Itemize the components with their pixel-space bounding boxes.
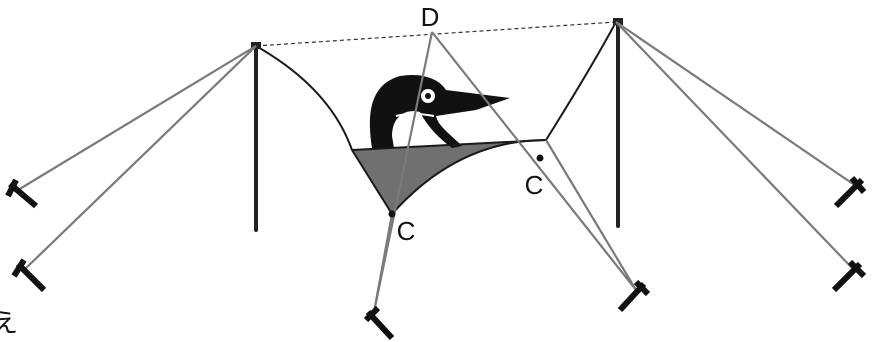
tent-stake-icon — [5, 178, 38, 209]
tent-stake-icon — [833, 176, 867, 209]
guy-line-corner-left — [372, 213, 394, 313]
tent-stake-icon — [617, 279, 651, 313]
label-c-left: C — [397, 216, 416, 246]
tent-stake-icon — [363, 305, 395, 341]
guy-line-d-right — [431, 31, 637, 291]
tarp-edge-top — [351, 139, 547, 151]
tarp-edge-left-lower — [351, 149, 393, 215]
tarp-underside — [352, 140, 546, 214]
tarp-edge-right — [545, 21, 617, 141]
tarp-edge-left — [255, 45, 353, 151]
label-c-right: C — [525, 170, 544, 200]
corner-grommet-right — [536, 154, 544, 162]
guy-line-corner-right — [545, 139, 637, 291]
label-d: D — [421, 2, 440, 32]
guy-line-left-upper — [17, 45, 257, 191]
edge-glyph: え — [0, 308, 18, 338]
corner-grommet-left — [388, 210, 396, 218]
guy-line-right-upper — [615, 21, 857, 187]
pole-left-cap — [251, 42, 261, 49]
tent-stake-icon — [831, 259, 867, 293]
tent-stake-icon — [11, 258, 47, 293]
guy-line-left-lower — [23, 45, 257, 271]
pole-right-cap — [613, 18, 623, 25]
bird-head-logo — [369, 74, 510, 148]
guy-line-right-lower — [615, 21, 855, 271]
